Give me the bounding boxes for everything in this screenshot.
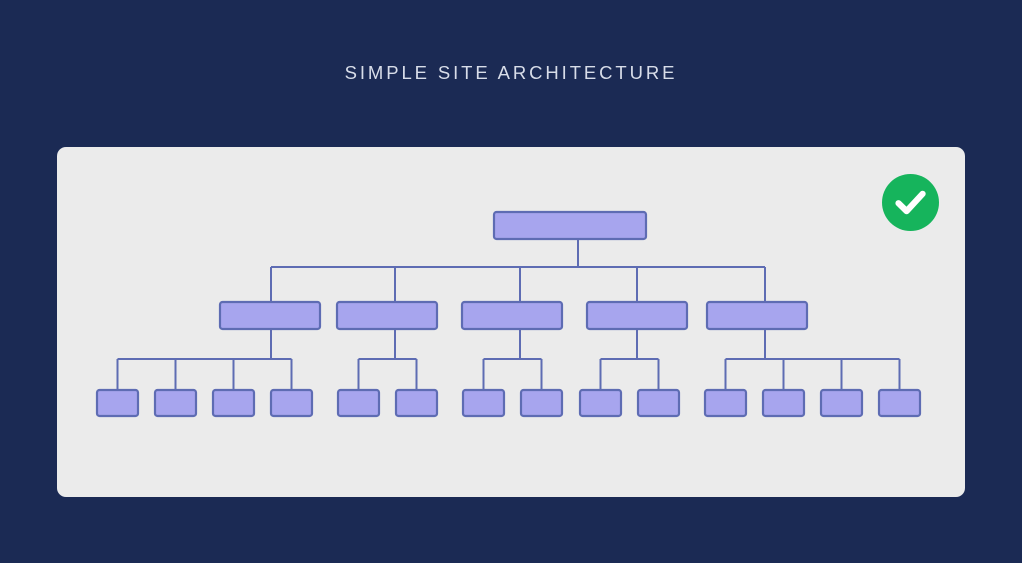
tree-node-leaf[interactable] [211, 388, 256, 418]
tree-nodes [95, 210, 922, 418]
tree-node-leaf[interactable] [578, 388, 623, 418]
check-mark-icon [895, 190, 926, 215]
tree-node-level2[interactable] [705, 300, 809, 331]
diagram-panel [57, 147, 965, 497]
tree-node-leaf[interactable] [819, 388, 864, 418]
page-title: SIMPLE SITE ARCHITECTURE [344, 62, 678, 83]
tree-node-level2[interactable] [335, 300, 439, 331]
tree-node-level2[interactable] [460, 300, 564, 331]
tree-node-leaf[interactable] [519, 388, 564, 418]
tree-node-leaf[interactable] [703, 388, 748, 418]
tree-node-level2[interactable] [218, 300, 322, 331]
check-circle-icon[interactable] [882, 174, 939, 231]
tree-node-root[interactable] [492, 210, 648, 241]
tree-node-leaf[interactable] [877, 388, 922, 418]
tree-node-leaf[interactable] [394, 388, 439, 418]
tree-node-leaf[interactable] [761, 388, 806, 418]
tree-node-leaf[interactable] [636, 388, 681, 418]
site-architecture-tree [95, 210, 922, 418]
tree-node-leaf[interactable] [461, 388, 506, 418]
connector-lines [116, 239, 901, 390]
tree-node-leaf[interactable] [95, 388, 140, 418]
tree-node-leaf[interactable] [336, 388, 381, 418]
tree-node-level2[interactable] [585, 300, 689, 331]
tree-node-leaf[interactable] [153, 388, 198, 418]
tree-node-leaf[interactable] [269, 388, 314, 418]
